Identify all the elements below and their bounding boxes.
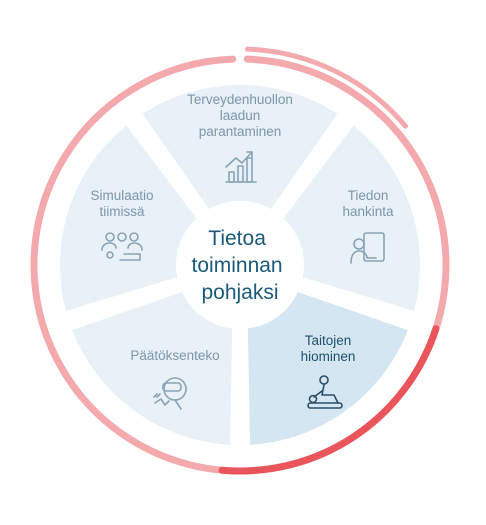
- segment-label-line: hiominen: [301, 349, 356, 364]
- center-circle: [176, 201, 304, 329]
- person-screen-icon: [350, 232, 385, 264]
- segment-label-line: laadun: [220, 108, 261, 123]
- segment-label: Päätöksenteko: [130, 348, 219, 363]
- outer-progress-ring: [30, 46, 450, 475]
- segment-label-line: Tiedon: [348, 188, 389, 203]
- center-label: Tietoa toiminnan pohjaksi: [192, 227, 289, 304]
- segment-label-line: tiimissä: [99, 204, 144, 219]
- growth-chart-icon: [225, 151, 257, 183]
- ring-outer-accent: [245, 46, 408, 129]
- segment-label-line: parantaminen: [199, 124, 282, 139]
- segment-label-line: Terveydenhuollon: [187, 92, 293, 107]
- segment-wedge: [72, 290, 233, 445]
- segment-label-line: Päätöksenteko: [130, 348, 219, 363]
- center-hub: Tietoa toiminnan pohjaksi: [176, 201, 304, 329]
- person-training-icon: [307, 375, 343, 409]
- ring-highlight-arc: [218, 325, 440, 475]
- segment-wedge: [280, 125, 420, 311]
- segment-label-line: Taitojen: [305, 333, 352, 348]
- segment-wedge: [247, 290, 408, 445]
- segment-wedge: [60, 125, 200, 311]
- center-line-3: pohjaksi: [201, 281, 278, 304]
- center-line-1: Tietoa: [208, 227, 266, 250]
- segment-wedge: [142, 84, 338, 214]
- segment-4: Päätöksenteko: [72, 290, 233, 445]
- center-line-2: toiminnan: [192, 254, 283, 277]
- vr-headset-icon: [153, 377, 187, 410]
- segment-label-line: hankinta: [342, 204, 394, 219]
- segment-label-line: Simulaatio: [90, 188, 153, 203]
- team-icon: [101, 232, 143, 261]
